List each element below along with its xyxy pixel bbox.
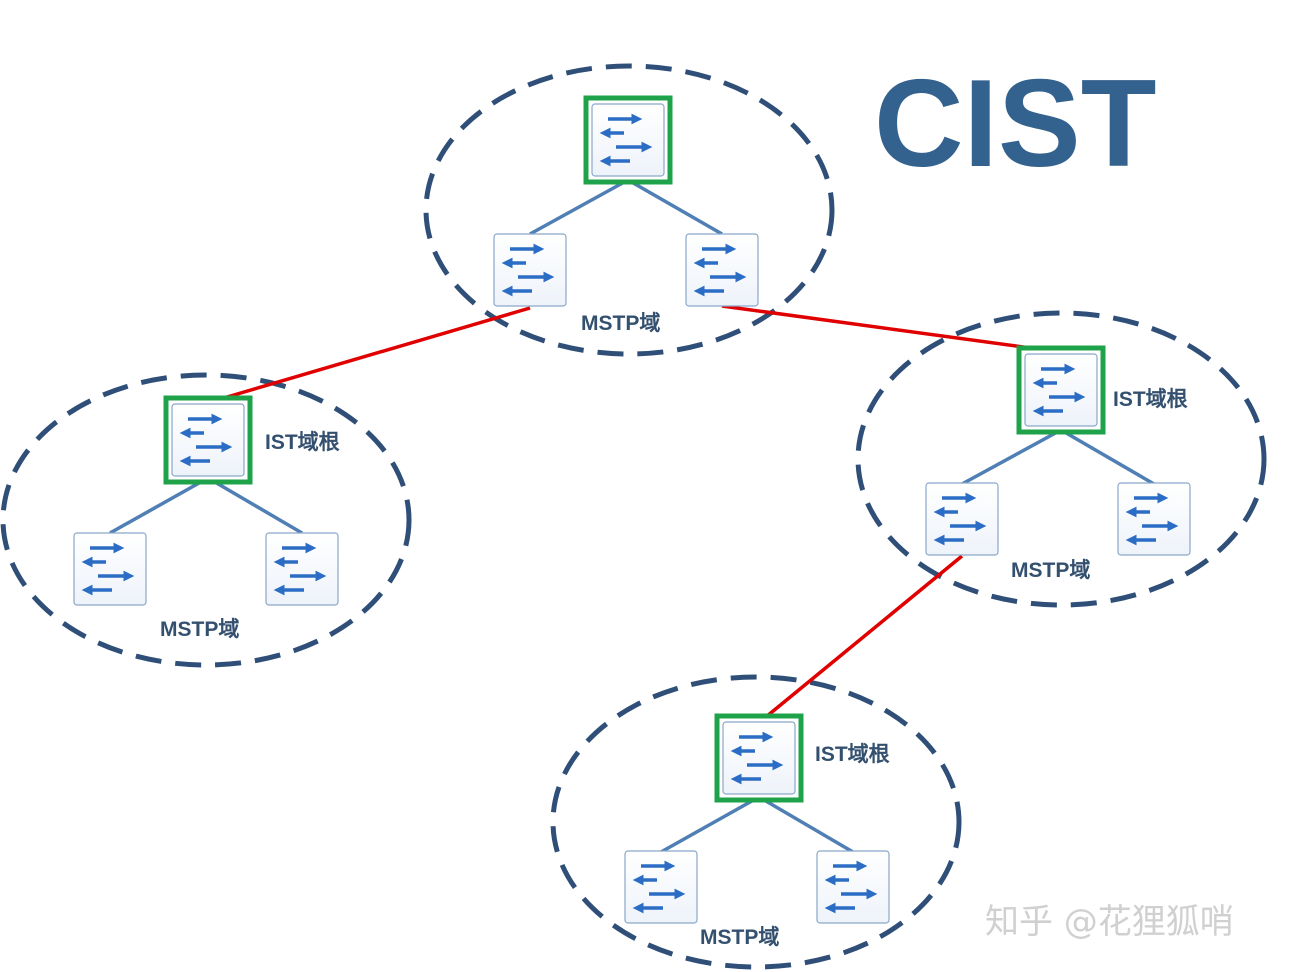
ist-root-label-left: IST域根 [265, 430, 340, 454]
intra-link [660, 795, 760, 854]
region-ellipse-top [423, 63, 835, 357]
diagram-title: CIST [874, 55, 1156, 193]
switch-icon [1025, 354, 1097, 426]
root-switch-left [163, 395, 253, 485]
switch-icon [494, 234, 566, 306]
intra-link [529, 178, 629, 236]
switch-icon [172, 404, 244, 476]
switch-icon [266, 533, 338, 605]
region-ellipse-left [0, 372, 412, 668]
switch-icon [625, 851, 697, 923]
switch-icon [74, 533, 146, 605]
cist-link-right-bottom [759, 554, 964, 723]
switch-icon [817, 851, 889, 923]
region-ellipse-right [855, 310, 1267, 608]
switch-icon [723, 722, 795, 794]
root-switch-bottom [714, 713, 804, 803]
root-switch-right [1016, 345, 1106, 435]
cist-link-top-left [209, 306, 531, 404]
ist-root-label-right: IST域根 [1113, 387, 1188, 411]
switch-icon [592, 104, 664, 176]
watermark: 知乎 @花狸狐哨 [985, 902, 1234, 942]
switch-icon [1118, 483, 1190, 555]
intra-link [109, 476, 209, 535]
intra-link [627, 178, 723, 236]
ist-root-label-bottom: IST域根 [815, 742, 890, 766]
region-label-left: MSTP域 [160, 617, 239, 641]
cist-link-top-right [721, 304, 1061, 354]
root-switch-top [583, 95, 673, 185]
region-ellipse-bottom [550, 674, 962, 970]
switch-icon [926, 483, 998, 555]
intra-link [961, 428, 1062, 486]
switch-icon [686, 234, 758, 306]
intra-link [207, 476, 303, 535]
region-label-top: MSTP域 [581, 311, 660, 335]
intra-link [758, 795, 854, 854]
region-label-right: MSTP域 [1011, 558, 1090, 582]
intra-link [1060, 428, 1155, 486]
region-label-bottom: MSTP域 [700, 925, 779, 949]
